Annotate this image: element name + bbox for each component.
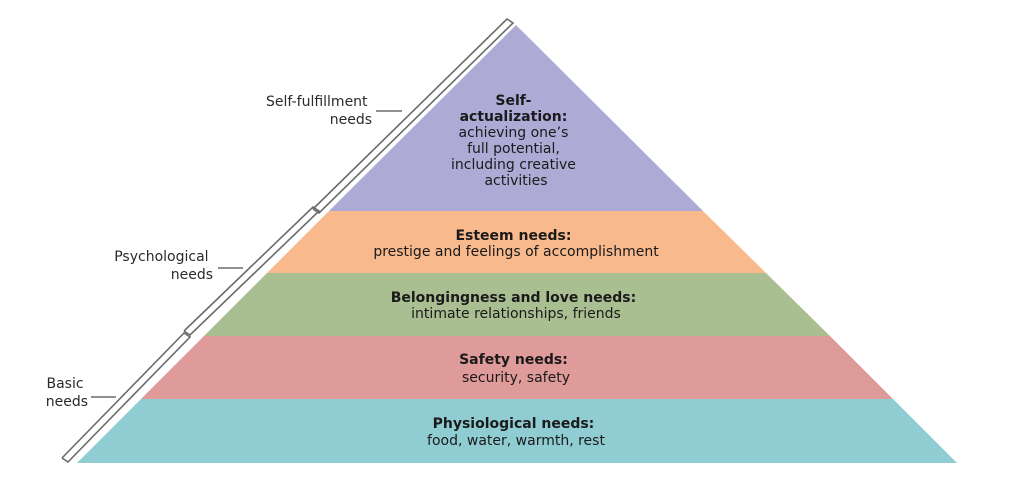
bracket-psychological	[183, 205, 321, 337]
tier-physiological	[77, 399, 957, 463]
tier-text-safety: Safety needs: security, safety	[459, 349, 573, 386]
group-label-psychological: Psychological needs	[114, 249, 213, 283]
tier-esteem	[267, 211, 766, 273]
tier-safety	[141, 336, 893, 399]
tier-text-belongingness: Belongingness and love needs: intimate r…	[391, 287, 642, 322]
tier-text-self-actualization: Self- actualization: achieving one’s ful…	[451, 90, 581, 189]
bracket-self-fulfillment	[312, 17, 515, 215]
group-label-self-fulfillment: Self-fulfillment needs	[266, 94, 372, 128]
group-label-basic: Basic needs	[46, 376, 88, 410]
bracket-basic	[61, 331, 192, 464]
tier-belongingness	[204, 273, 830, 336]
tier-text-esteem: Esteem needs: prestige and feelings of a…	[373, 225, 659, 260]
tier-text-physiological: Physiological needs: food, water, warmth…	[427, 413, 605, 449]
tier-self-actualization	[329, 25, 703, 211]
